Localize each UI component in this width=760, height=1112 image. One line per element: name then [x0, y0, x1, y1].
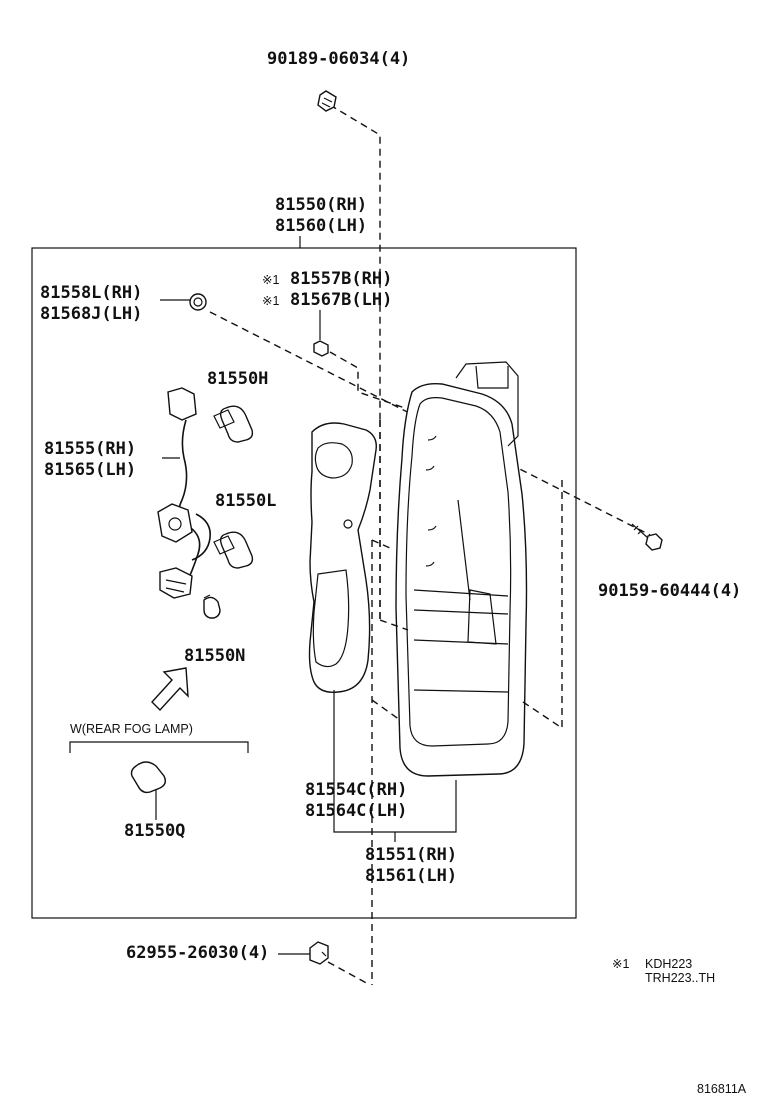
- lens-lh-label: 81561(LH): [365, 866, 457, 886]
- bulb-h-label: 81550H: [207, 369, 268, 389]
- lens-rh-label: 81551(RH): [365, 845, 457, 865]
- gasket-lh-label: 81564C(LH): [305, 801, 407, 821]
- wire-rh-label: 81555(RH): [44, 439, 136, 459]
- lamp-assy-rh-label: 81550(RH): [275, 195, 367, 215]
- bulb-q-label: 81550Q: [124, 821, 185, 841]
- bulb-l-label: 81550L: [215, 491, 276, 511]
- gasket-icon: [308, 422, 377, 693]
- bulb-q-icon: [130, 761, 167, 820]
- nut-icon: [309, 941, 329, 965]
- bulb-l-icon: [213, 531, 254, 569]
- gasket-rh-label: 81554C(RH): [305, 780, 407, 800]
- note-mark-2: ※1: [262, 294, 279, 308]
- socket-rh-label: 81558L(RH): [40, 283, 142, 303]
- screw-top-icon: [317, 90, 337, 112]
- screw-top-label: 90189-06034(4): [267, 49, 410, 69]
- nut-bottom-label: 62955-26030(4): [126, 943, 269, 963]
- fog-lamp-note: W(REAR FOG LAMP): [70, 722, 193, 736]
- clip-lh-label: 81567B(LH): [290, 290, 392, 310]
- socket-icon: [189, 293, 207, 311]
- legend-model-1: KDH223: [645, 957, 692, 971]
- clip-rh-label: 81557B(RH): [290, 269, 392, 289]
- screw-right-label: 90159-60444(4): [598, 581, 741, 601]
- assembly-box: [31, 247, 577, 919]
- diagram-id: 816811A: [697, 1082, 747, 1096]
- wire-lh-label: 81565(LH): [44, 460, 136, 480]
- lamp-assy-lh-label: 81560(LH): [275, 216, 367, 236]
- screw-right-icon: [631, 523, 663, 551]
- bulb-n-icon: [203, 594, 221, 619]
- bulb-n-label: 81550N: [184, 646, 245, 666]
- legend-mark: ※1: [612, 957, 629, 971]
- direction-arrow-icon: [151, 667, 189, 712]
- lens-assembly-icon: [395, 361, 528, 777]
- wire-harness-icon: [157, 387, 212, 599]
- note-mark-1: ※1: [262, 273, 279, 287]
- bulb-h-icon: [213, 405, 254, 443]
- socket-lh-label: 81568J(LH): [40, 304, 142, 324]
- clip-icon: [313, 340, 329, 357]
- legend-model-2: TRH223..TH: [645, 971, 715, 985]
